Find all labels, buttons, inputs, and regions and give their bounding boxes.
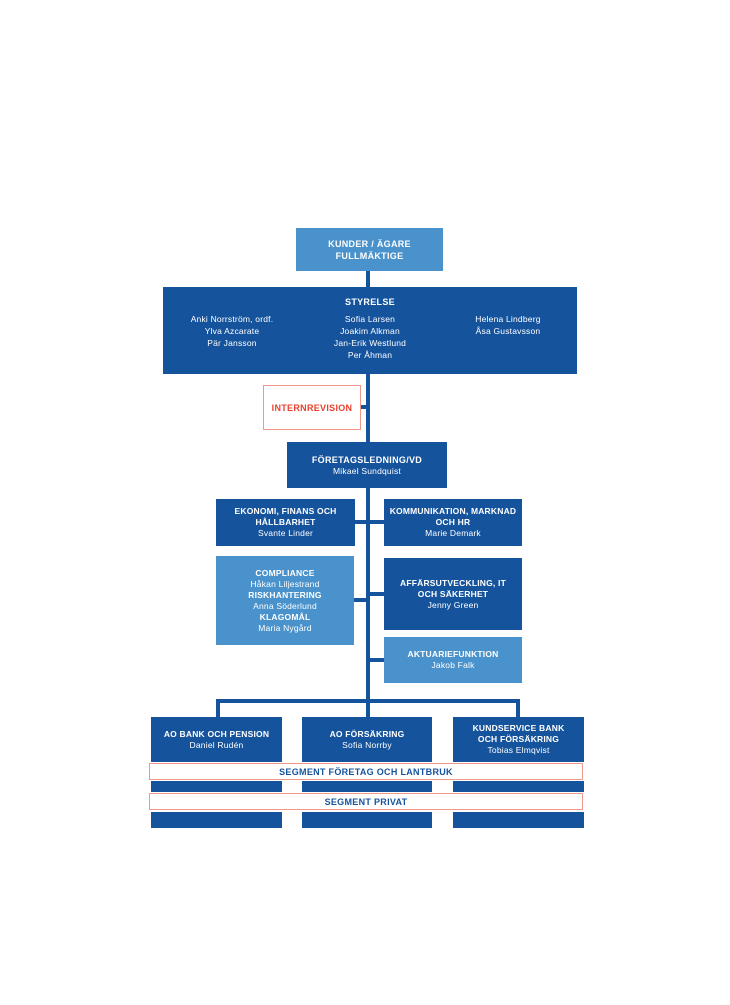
box-compliance-riskhantering-klagomal: COMPLIANCE Håkan Liljestrand RISKHANTERI… (216, 556, 354, 645)
styrelse-column-2: Sofia Larsen Joakim Alkman Jan-Erik West… (301, 313, 439, 361)
member-name: Pär Jansson (207, 338, 257, 348)
person-name: Mikael Sundquist (333, 465, 401, 476)
box-title: OCH HR (435, 517, 471, 527)
person-name: Svante Linder (257, 528, 314, 538)
box-title: RISKHANTERING (248, 589, 322, 600)
connector-compliance (352, 598, 368, 602)
box-title: STYRELSE (345, 297, 395, 307)
box-title: KLAGOMÅL (259, 611, 311, 622)
person-name: Anna Söderlund (253, 600, 317, 611)
box-title: KUNDSERVICE BANK (472, 723, 565, 733)
banner-segment-privat: SEGMENT PRIVAT (149, 793, 583, 810)
person-name: Marie Demark (425, 528, 481, 538)
banner-title: SEGMENT FÖRETAG OCH LANTBRUK (279, 766, 453, 777)
box-aktuariefunktion: AKTUARIEFUNKTION Jakob Falk (384, 637, 522, 683)
box-foretagsledning-vd: FÖRETAGSLEDNING/VD Mikael Sundquist (287, 442, 447, 488)
column-block (151, 812, 282, 828)
box-title: OCH FÖRSÄKRING (477, 734, 560, 744)
column-block (453, 781, 584, 792)
connector-aktuariefunktion (368, 658, 386, 662)
box-title: KUNDER / ÄGARE (328, 238, 411, 249)
member-name: Helena Lindberg (475, 314, 541, 324)
person-name: Jenny Green (427, 599, 479, 610)
box-kundservice-bank-forsakring: KUNDSERVICE BANK OCH FÖRSÄKRING Tobias E… (453, 717, 584, 762)
column-block (302, 781, 432, 792)
box-title: INTERNREVISION (271, 402, 353, 413)
member-name: Joakim Alkman (340, 326, 400, 336)
box-title: FULLMÄKTIGE (335, 250, 404, 261)
box-title: EKONOMI, FINANS OCH (234, 506, 337, 516)
connector-main-vertical (366, 271, 370, 717)
person-name: Håkan Liljestrand (250, 578, 320, 589)
connector-affarsutveckling (368, 592, 386, 596)
person-name: Jakob Falk (431, 660, 475, 670)
box-internrevision: INTERNREVISION (263, 385, 361, 430)
box-title: AKTUARIEFUNKTION (407, 649, 499, 659)
box-title: KOMMUNIKATION, MARKNAD (389, 506, 517, 516)
connector-internrevision (359, 405, 368, 409)
member-name: Per Åhman (347, 350, 393, 360)
connector-bottom-left-stub (216, 699, 220, 717)
box-title: COMPLIANCE (255, 567, 315, 578)
box-title: AO BANK OCH PENSION (163, 728, 270, 739)
member-name: Sofia Larsen (344, 314, 396, 324)
styrelse-column-3: Helena Lindberg Åsa Gustavsson (439, 313, 577, 361)
styrelse-column-1: Anki Norrström, ordf. Ylva Azcarate Pär … (163, 313, 301, 361)
member-name: Ylva Azcarate (204, 326, 260, 336)
person-name: Tobias Elmqvist (487, 745, 550, 755)
member-name: Anki Norrström, ordf. (190, 314, 274, 324)
banner-title: SEGMENT PRIVAT (324, 796, 408, 807)
person-name: Sofia Norrby (342, 739, 392, 750)
box-title: AO FÖRSÄKRING (329, 728, 405, 739)
box-title: AFFÄRSUTVECKLING, IT (400, 577, 506, 588)
connector-ekonomi (353, 520, 368, 524)
connector-bottom-right-stub (516, 699, 520, 717)
box-ekonomi-finans-hallbarhet: EKONOMI, FINANS OCH HÅLLBARHET Svante Li… (216, 499, 355, 546)
styrelse-columns: Anki Norrström, ordf. Ylva Azcarate Pär … (163, 313, 577, 361)
connector-bottom-horizontal (216, 699, 520, 703)
box-styrelse: STYRELSE Anki Norrström, ordf. Ylva Azca… (163, 287, 577, 374)
connector-kommunikation (368, 520, 386, 524)
box-kunder-agare: KUNDER / ÄGARE FULLMÄKTIGE (296, 228, 443, 271)
column-block (151, 781, 282, 792)
banner-segment-foretag-lantbruk: SEGMENT FÖRETAG OCH LANTBRUK (149, 763, 583, 780)
box-title: FÖRETAGSLEDNING/VD (311, 454, 423, 465)
box-ao-forsakring: AO FÖRSÄKRING Sofia Norrby (302, 717, 432, 762)
box-affarsutveckling-it-sakerhet: AFFÄRSUTVECKLING, IT OCH SÄKERHET Jenny … (384, 558, 522, 630)
member-name: Åsa Gustavsson (475, 326, 541, 336)
box-title: OCH SÄKERHET (417, 588, 489, 599)
member-name: Jan-Erik Westlund (333, 338, 407, 348)
box-ao-bank-pension: AO BANK OCH PENSION Daniel Rudén (151, 717, 282, 762)
column-block (453, 812, 584, 828)
box-title: HÅLLBARHET (255, 517, 316, 527)
column-block (302, 812, 432, 828)
person-name: Daniel Rudén (189, 739, 244, 750)
person-name: Maria Nygård (258, 622, 312, 633)
box-kommunikation-marknad-hr: KOMMUNIKATION, MARKNAD OCH HR Marie Dema… (384, 499, 522, 546)
